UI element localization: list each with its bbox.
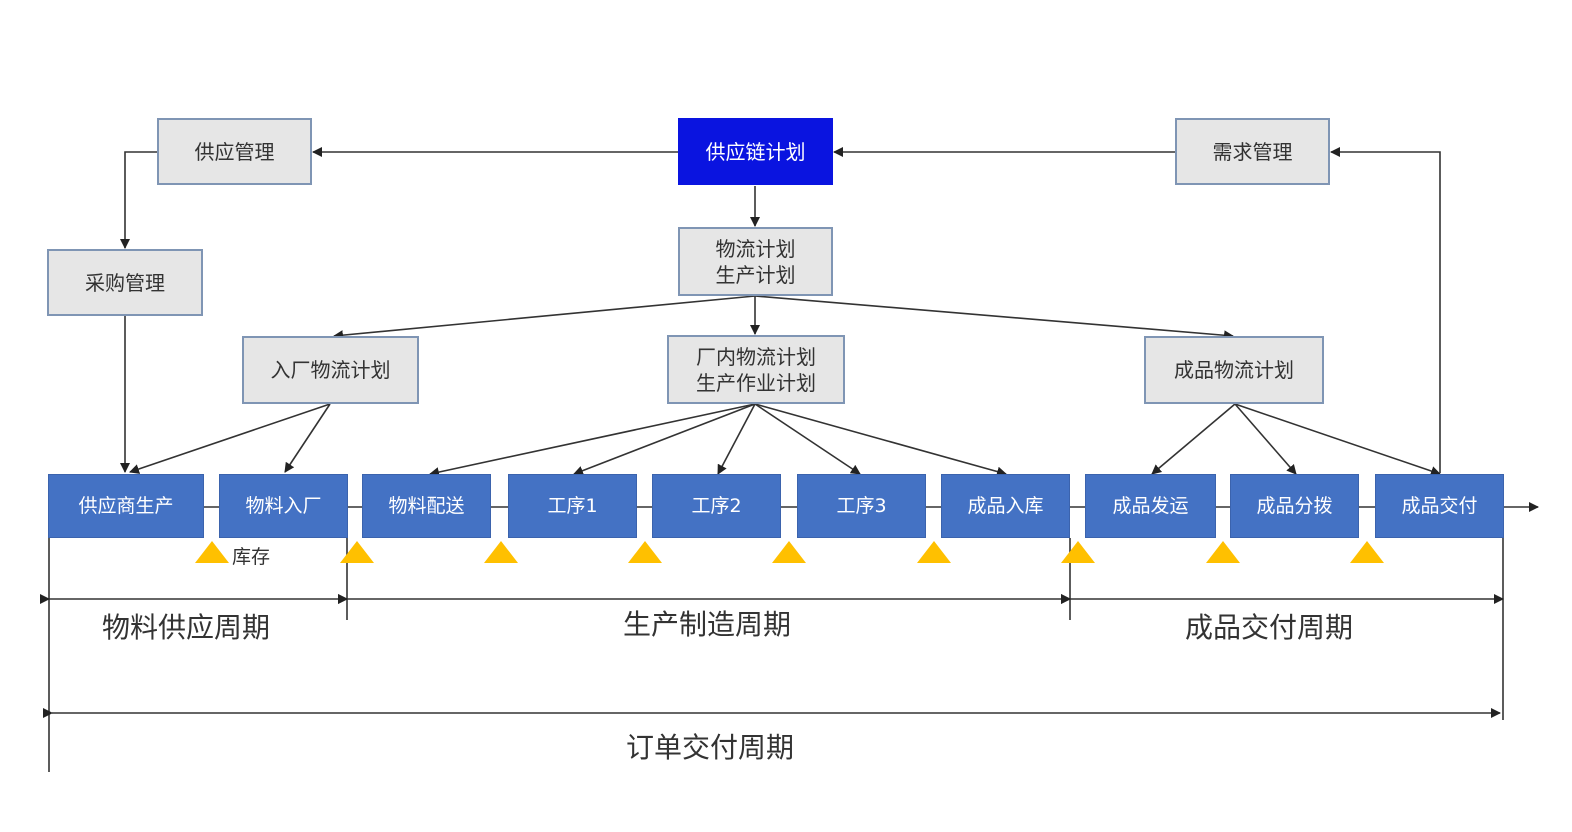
- logistics-plan-label: 物流计划: [715, 236, 796, 261]
- supply-chain-plan-box: 供应链计划: [678, 118, 833, 185]
- inventory-triangle-icon: [195, 541, 229, 563]
- arrow-plant-to-step1: [573, 403, 756, 476]
- arrow-plant-to-step3: [754, 403, 861, 475]
- step-supplier-production: 供应商生产: [48, 474, 204, 538]
- step-label: 供应商生产: [78, 494, 174, 517]
- step-label: 工序1: [547, 494, 598, 517]
- inventory-label: 库存: [232, 546, 271, 568]
- step-material-inbound: 物料入厂: [219, 474, 348, 538]
- step-label: 成品分拨: [1256, 494, 1333, 517]
- step-label: 成品入库: [967, 494, 1044, 517]
- step-finished-storage: 成品入库: [941, 474, 1070, 538]
- step-label: 物料入厂: [245, 494, 322, 517]
- step-process-1: 工序1: [508, 474, 637, 538]
- arrow-supply-to-procurement: [120, 151, 157, 249]
- step-label: 工序2: [691, 494, 742, 517]
- arrow-plant-to-distribution: [429, 403, 756, 477]
- arrow-fin-to-allocation: [1234, 403, 1297, 475]
- inventory-triangle-icon: [340, 541, 374, 563]
- inbound-logistics-plan-box: 入厂物流计划: [242, 336, 419, 404]
- demand-management-box: 需求管理: [1175, 118, 1330, 185]
- finished-logistics-plan-label: 成品物流计划: [1174, 358, 1294, 382]
- in-plant-logistics-plan-label: 厂内物流计划: [696, 344, 816, 369]
- inventory-triangle-icon: [484, 541, 518, 563]
- plant-plan-box: 厂内物流计划 生产作业计划: [667, 335, 845, 404]
- step-process-3: 工序3: [797, 474, 926, 538]
- arrow-delivery-to-demand: [1330, 147, 1441, 473]
- supply-management-box: 供应管理: [157, 118, 312, 185]
- step-material-distribution: 物料配送: [362, 474, 491, 538]
- procurement-management-label: 采购管理: [85, 270, 165, 295]
- order-delivery-period-label: 订单交付周期: [626, 731, 795, 764]
- arrow-fin-to-shipping: [1151, 403, 1236, 475]
- step-process-2: 工序2: [652, 474, 781, 538]
- procurement-management-box: 采购管理: [47, 249, 203, 316]
- finished-logistics-plan-box: 成品物流计划: [1144, 336, 1324, 404]
- arrow-plant-to-step2: [717, 403, 756, 475]
- inventory-triangle-icon: [628, 541, 662, 563]
- delivery-period-label: 成品交付周期: [1185, 611, 1354, 644]
- step-label: 物料配送: [388, 494, 465, 517]
- supply-management-label: 供应管理: [194, 139, 275, 164]
- inventory-triangle-icon: [1350, 541, 1384, 563]
- inventory-triangle-icon: [1206, 541, 1240, 563]
- step-finished-shipping: 成品发运: [1085, 474, 1216, 538]
- arrow-plant-to-fg-storage: [754, 403, 1007, 477]
- demand-management-label: 需求管理: [1212, 139, 1293, 164]
- production-plan-label: 生产计划: [715, 262, 796, 287]
- arrow-to-inbound-plan: [333, 295, 756, 341]
- logistics-production-plan-box: 物流计划 生产计划: [678, 227, 833, 296]
- step-label: 成品交付: [1401, 494, 1478, 517]
- step-finished-delivery: 成品交付: [1375, 474, 1504, 538]
- production-operation-plan-label: 生产作业计划: [696, 370, 816, 395]
- inventory-triangle-icon: [772, 541, 806, 563]
- step-label: 工序3: [836, 494, 887, 517]
- material-supply-period-label: 物料供应周期: [102, 611, 271, 644]
- inventory-triangle-icon: [1061, 541, 1095, 563]
- arrow-to-finished-plan: [754, 295, 1234, 341]
- inbound-logistics-plan-label: 入厂物流计划: [270, 358, 391, 382]
- step-label: 成品发运: [1112, 494, 1189, 517]
- arrow-fin-to-delivery: [1234, 403, 1441, 476]
- arrow-inbound-to-material-in: [284, 403, 331, 473]
- arrow-inbound-to-supplier: [129, 403, 331, 474]
- step-finished-allocation: 成品分拨: [1230, 474, 1359, 538]
- production-period-label: 生产制造周期: [623, 608, 792, 641]
- supply-chain-plan-label: 供应链计划: [705, 139, 806, 164]
- inventory-triangle-icon: [917, 541, 951, 563]
